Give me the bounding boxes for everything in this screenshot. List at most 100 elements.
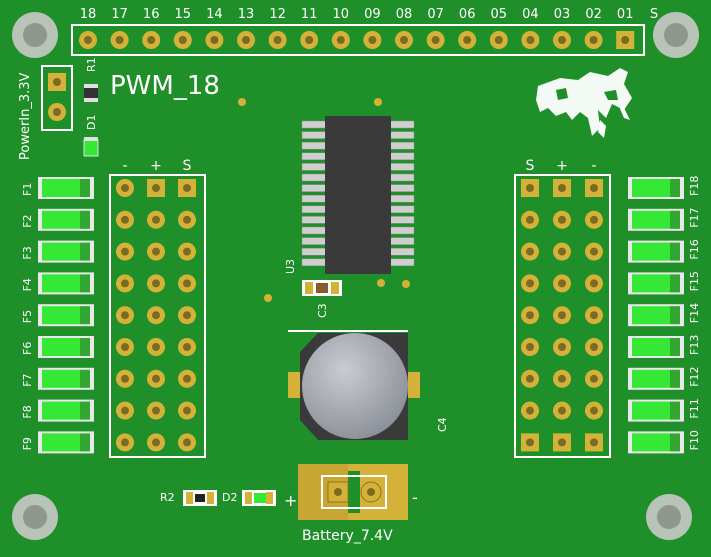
- battery-plus-label: +: [284, 491, 297, 510]
- servo-pin: [116, 242, 134, 261]
- header-pin: [584, 31, 603, 49]
- header-pin-label: 17: [111, 7, 128, 22]
- servo-pin: [553, 433, 571, 452]
- fuse-label: F15: [688, 271, 701, 291]
- servo-pin: [116, 306, 134, 325]
- fuse: [38, 272, 94, 295]
- header-pin-label: 08: [396, 7, 413, 22]
- right-servo-pins: [521, 179, 603, 452]
- servo-pin: [553, 306, 571, 325]
- column-label: -: [122, 158, 127, 174]
- servo-pin: [521, 306, 539, 325]
- chip-lead: [301, 173, 327, 182]
- via: [238, 98, 246, 106]
- servo-pin: [147, 369, 165, 388]
- board-title: PWM_18: [110, 71, 220, 101]
- header-pin-label: 10: [333, 7, 350, 22]
- fuse-label: F16: [688, 239, 701, 259]
- servo-pin: [521, 179, 539, 197]
- header-pin-label: 18: [80, 7, 97, 22]
- servo-pin: [116, 274, 134, 293]
- label-d1: D1: [85, 115, 98, 130]
- chip-lead: [389, 194, 415, 203]
- fuse-label: F17: [688, 207, 701, 227]
- left-column-labels: -+S: [122, 158, 191, 174]
- power-input-label: PowerIn_3.3V: [18, 72, 33, 160]
- servo-pin: [116, 179, 134, 197]
- fuse: [38, 431, 94, 454]
- chip-lead: [389, 131, 415, 139]
- via: [374, 98, 382, 106]
- chip-lead: [301, 120, 327, 129]
- servo-pin: [521, 401, 539, 420]
- chip-lead: [301, 163, 327, 171]
- chip-lead: [301, 194, 327, 203]
- header-pin: [458, 31, 477, 49]
- power-input-connector: [41, 65, 73, 131]
- chip-lead: [389, 152, 415, 161]
- header-pin-label: 09: [364, 7, 381, 22]
- servo-pin: [553, 242, 571, 261]
- fuse-label: F18: [688, 176, 701, 196]
- chip-lead: [389, 184, 415, 192]
- header-pin-label: 13: [238, 7, 255, 22]
- chip-lead: [301, 247, 327, 256]
- capacitor-c4: [288, 330, 420, 440]
- servo-pin: [553, 369, 571, 388]
- fuse-label: F3: [21, 246, 34, 259]
- header-pin-label: 02: [585, 7, 602, 22]
- header-pin: [268, 31, 287, 49]
- servo-pin: [178, 210, 196, 229]
- servo-pin: [147, 433, 165, 452]
- servo-pin: [116, 433, 134, 452]
- chip-leads: [301, 120, 415, 267]
- servo-pin: [553, 401, 571, 420]
- fuse-label: F10: [688, 430, 701, 450]
- label-c3: C3: [316, 303, 329, 318]
- resistor-r2: [183, 490, 217, 506]
- chip-lead: [301, 258, 327, 267]
- fuse-label: F13: [688, 335, 701, 355]
- chip-lead: [389, 120, 415, 129]
- chip-lead: [389, 205, 415, 214]
- servo-pin: [553, 179, 571, 197]
- chip-lead: [389, 247, 415, 256]
- fuse: [628, 304, 684, 327]
- fuse-label: F4: [21, 278, 34, 291]
- header-pin-label: 07: [427, 7, 444, 22]
- fuse: [38, 208, 94, 231]
- header-pin-label: 11: [301, 7, 318, 22]
- fuse-label: F14: [688, 303, 701, 323]
- header-pin-label: S: [650, 7, 658, 22]
- servo-pin: [147, 401, 165, 420]
- servo-pin: [521, 369, 539, 388]
- fuse-label: F12: [688, 366, 701, 386]
- header-pin: [521, 31, 540, 49]
- chip-lead: [389, 216, 415, 224]
- mounting-hole-bottom-left: [12, 494, 58, 540]
- fuse-label: F11: [688, 398, 701, 418]
- battery-minus-label: -: [412, 488, 418, 507]
- fuse-label: F9: [21, 437, 34, 450]
- servo-pin: [585, 242, 603, 261]
- fuse: [628, 240, 684, 263]
- servo-pin: [147, 210, 165, 229]
- header-pin-label: 06: [459, 7, 476, 22]
- chip-lead: [301, 152, 327, 161]
- servo-pin: [521, 338, 539, 356]
- chip-lead: [389, 141, 415, 150]
- header-pin: [110, 31, 129, 49]
- servo-pin: [147, 274, 165, 293]
- servo-pin: [553, 338, 571, 356]
- servo-pin: [521, 242, 539, 261]
- header-pin-label: 03: [554, 7, 571, 22]
- right-servo-outline: [514, 174, 611, 458]
- servo-pin: [178, 433, 196, 452]
- chip-lead: [389, 173, 415, 182]
- header-outline: [71, 24, 645, 56]
- servo-pin: [585, 306, 603, 325]
- fuse-label: F2: [21, 214, 34, 227]
- servo-pin: [178, 369, 196, 388]
